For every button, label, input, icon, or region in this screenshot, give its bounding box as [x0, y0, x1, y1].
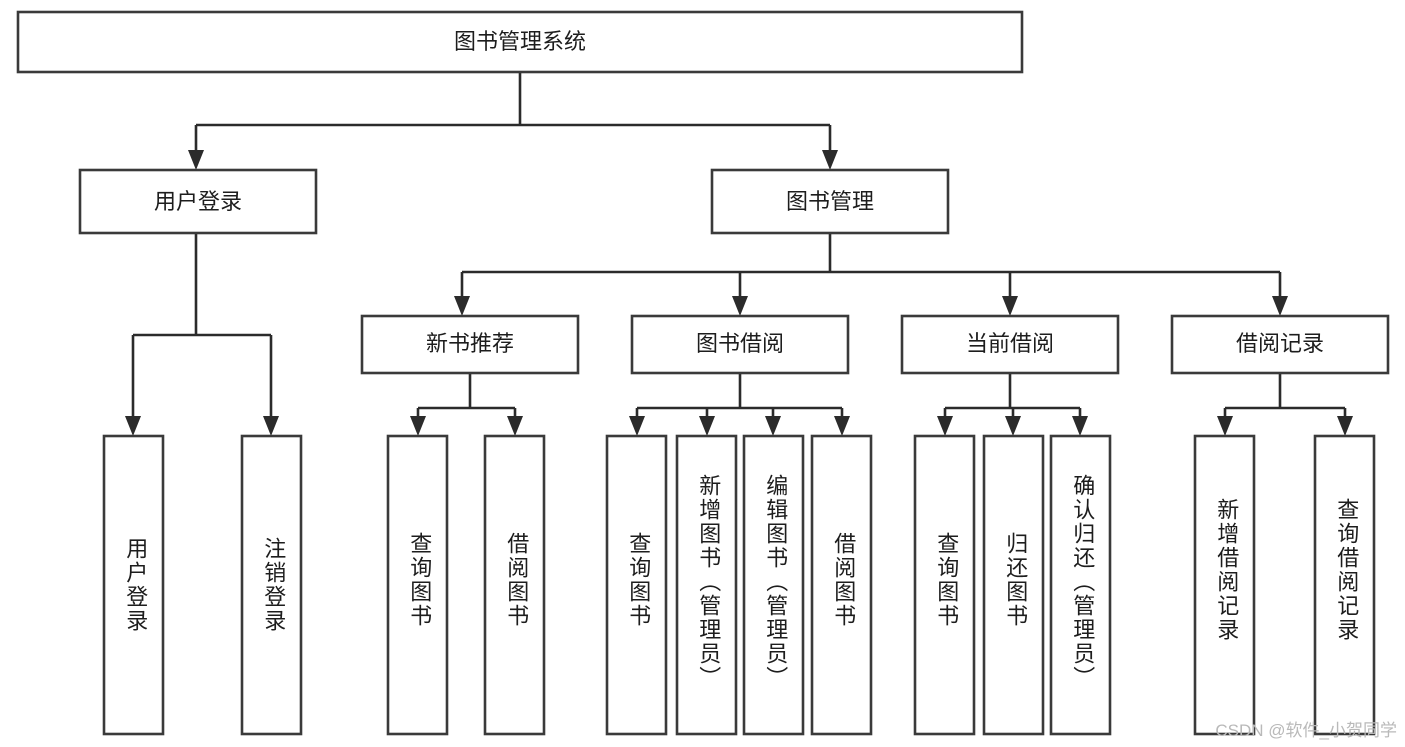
csdn-watermark: CSDN @软件_小贺同学 — [1215, 721, 1397, 740]
node-book-borrow[interactable]: 图书借阅 — [630, 314, 850, 375]
node-leaf-user-login-label: 用户登录 — [123, 537, 148, 633]
arrow-head-book-borrow — [732, 296, 748, 316]
node-leaf-borrow-book-1-label: 借阅图书 — [504, 532, 529, 628]
node-user-login-box[interactable] — [78, 168, 318, 235]
node-root-box[interactable] — [16, 10, 1024, 74]
node-leaf-query-book-2-label: 查询图书 — [626, 532, 651, 628]
node-leaf-query-book-2[interactable]: 查询图书 — [605, 434, 668, 736]
arrow-head-leaf-borrow-book-1 — [507, 416, 523, 436]
node-borrow-record-box[interactable] — [1170, 314, 1390, 375]
node-leaf-return-book-label: 归还图书 — [1003, 532, 1028, 628]
connector-group-book-management — [454, 233, 1288, 316]
connector-group-user-login — [125, 233, 279, 436]
arrow-head-leaf-logout-login — [263, 416, 279, 436]
node-book-borrow-box[interactable] — [630, 314, 850, 375]
arrow-head-current-borrow — [1002, 296, 1018, 316]
node-borrow-record[interactable]: 借阅记录 — [1170, 314, 1390, 375]
arrow-head-user-login — [188, 150, 204, 170]
node-leaf-query-book-3-box[interactable] — [913, 434, 976, 736]
node-book-borrow-label: 图书借阅 — [696, 331, 784, 356]
connector-group-book-borrow — [629, 373, 850, 436]
node-leaf-edit-book-box[interactable] — [742, 434, 805, 736]
node-leaf-add-book[interactable]: 新增图书（管理员） — [675, 434, 738, 736]
node-root-label: 图书管理系统 — [454, 29, 586, 54]
node-leaf-logout-login-box[interactable] — [240, 434, 303, 736]
arrow-head-leaf-query-record — [1337, 416, 1353, 436]
node-current-borrow-label: 当前借阅 — [966, 331, 1054, 356]
node-leaf-logout-login[interactable]: 注销登录 — [240, 434, 303, 736]
node-leaf-confirm-return[interactable]: 确认归还（管理员） — [1049, 434, 1112, 736]
connector-group-root — [188, 72, 838, 170]
node-leaf-query-book-1-label: 查询图书 — [407, 532, 432, 628]
node-leaf-query-book-3-label: 查询图书 — [934, 532, 959, 628]
node-leaf-return-book[interactable]: 归还图书 — [982, 434, 1045, 736]
node-leaf-confirm-return-box[interactable] — [1049, 434, 1112, 736]
node-new-book-recommend-box[interactable] — [360, 314, 580, 375]
node-leaf-add-record[interactable]: 新增借阅记录 — [1193, 434, 1256, 736]
node-leaf-query-book-3[interactable]: 查询图书 — [913, 434, 976, 736]
node-leaf-edit-book[interactable]: 编辑图书（管理员） — [742, 434, 805, 736]
node-current-borrow-box[interactable] — [900, 314, 1120, 375]
connector-group-new-book-recommend — [410, 373, 523, 436]
arrow-head-borrow-record — [1272, 296, 1288, 316]
node-leaf-borrow-book-1-box[interactable] — [483, 434, 546, 736]
node-leaf-query-record-label: 查询借阅记录 — [1334, 498, 1359, 642]
node-leaf-logout-login-label: 注销登录 — [261, 537, 286, 633]
node-new-book-recommend[interactable]: 新书推荐 — [360, 314, 580, 375]
node-leaf-edit-book-label: 编辑图书（管理员） — [763, 474, 788, 690]
node-leaf-borrow-book-2[interactable]: 借阅图书 — [810, 434, 873, 736]
node-leaf-confirm-return-label: 确认归还（管理员） — [1070, 474, 1095, 690]
node-leaf-add-record-label: 新增借阅记录 — [1214, 498, 1239, 642]
arrow-head-leaf-return-book — [1005, 416, 1021, 436]
arrow-head-leaf-query-book-2 — [629, 416, 645, 436]
node-current-borrow[interactable]: 当前借阅 — [900, 314, 1120, 375]
node-leaf-add-book-box[interactable] — [675, 434, 738, 736]
arrow-head-leaf-edit-book — [765, 416, 781, 436]
arrow-head-leaf-query-book-1 — [410, 416, 426, 436]
arrow-head-leaf-confirm-return — [1072, 416, 1088, 436]
arrow-head-leaf-borrow-book-2 — [834, 416, 850, 436]
node-leaf-borrow-book-2-box[interactable] — [810, 434, 873, 736]
node-leaf-borrow-book-2-label: 借阅图书 — [831, 532, 856, 628]
node-user-login-label: 用户登录 — [154, 189, 242, 214]
arrow-head-leaf-add-record — [1217, 416, 1233, 436]
node-leaf-add-record-box[interactable] — [1193, 434, 1256, 736]
arrow-head-leaf-user-login — [125, 416, 141, 436]
node-book-management-box[interactable] — [710, 168, 950, 235]
node-new-book-recommend-label: 新书推荐 — [426, 331, 514, 356]
node-leaf-query-book-1-box[interactable] — [386, 434, 449, 736]
node-leaf-add-book-label: 新增图书（管理员） — [696, 474, 721, 690]
node-user-login[interactable]: 用户登录 — [78, 168, 318, 235]
node-leaf-query-record[interactable]: 查询借阅记录 — [1313, 434, 1376, 736]
node-leaf-return-book-box[interactable] — [982, 434, 1045, 736]
arrow-head-book-management — [822, 150, 838, 170]
node-leaf-query-book-1[interactable]: 查询图书 — [386, 434, 449, 736]
node-book-management-label: 图书管理 — [786, 189, 874, 214]
connector-group-current-borrow — [937, 373, 1088, 436]
connector-group-borrow-record — [1217, 373, 1353, 436]
arrow-head-leaf-query-book-3 — [937, 416, 953, 436]
node-leaf-user-login[interactable]: 用户登录 — [102, 434, 165, 736]
node-borrow-record-label: 借阅记录 — [1236, 331, 1324, 356]
node-book-management[interactable]: 图书管理 — [710, 168, 950, 235]
arrow-head-new-book-recommend — [454, 296, 470, 316]
node-leaf-query-record-box[interactable] — [1313, 434, 1376, 736]
node-leaf-query-book-2-box[interactable] — [605, 434, 668, 736]
node-leaf-borrow-book-1[interactable]: 借阅图书 — [483, 434, 546, 736]
node-root[interactable]: 图书管理系统 — [16, 10, 1024, 74]
node-leaf-user-login-box[interactable] — [102, 434, 165, 736]
arrow-head-leaf-add-book — [699, 416, 715, 436]
